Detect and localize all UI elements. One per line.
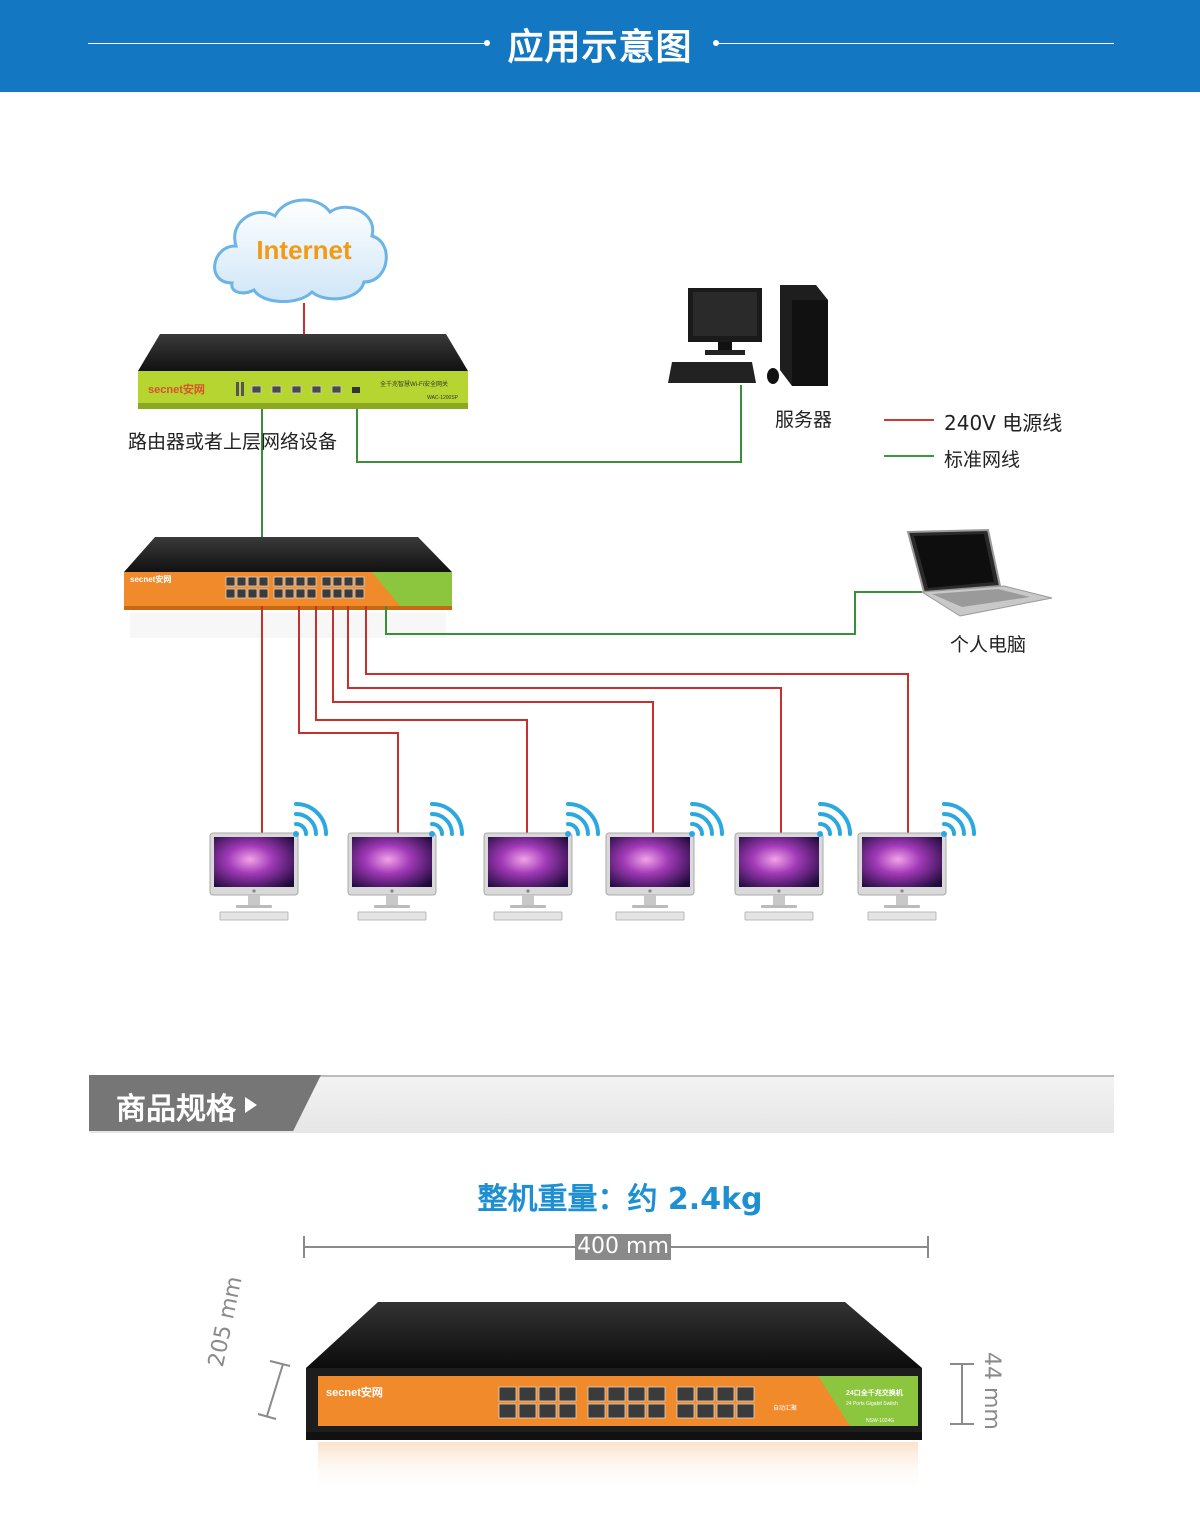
server-computer	[668, 285, 828, 386]
ethernet-port	[321, 588, 332, 599]
ethernet-port	[676, 1403, 695, 1419]
ethernet-port	[321, 576, 332, 587]
header-dot-left	[484, 40, 490, 46]
ethernet-port	[306, 576, 317, 587]
ethernet-port	[676, 1386, 695, 1402]
router-label: 路由器或者上层网络设备	[128, 431, 338, 453]
router-brand: secnet安网	[148, 382, 205, 396]
ethernet-port	[538, 1403, 557, 1419]
ethernet-port	[258, 588, 269, 599]
router-device: secnet安网 全千兆智慧Wi-Fi安全网关 WAC-1200SP	[138, 334, 468, 409]
workstation-5	[734, 832, 824, 921]
ethernet-port	[558, 1386, 577, 1402]
ethernet-port	[273, 576, 284, 587]
ethernet-port	[343, 576, 354, 587]
ethernet-port	[647, 1403, 666, 1419]
ethernet-port	[273, 588, 284, 599]
switch-device: secnet安网	[124, 537, 452, 638]
ethernet-port	[225, 576, 236, 587]
ethernet-port	[332, 576, 343, 587]
section-header: 应用示意图	[0, 0, 1200, 92]
ethernet-port	[354, 588, 365, 599]
ethernet-port	[587, 1386, 606, 1402]
ethernet-port	[284, 588, 295, 599]
wifi-icon	[427, 802, 464, 839]
spec-tab	[89, 1075, 321, 1131]
ethernet-port	[607, 1386, 626, 1402]
ethernet-port	[343, 588, 354, 599]
internet-cloud: Internet	[213, 198, 388, 304]
ethernet-port	[607, 1403, 626, 1419]
wifi-icon	[687, 802, 724, 839]
header-rule-right	[714, 43, 1114, 44]
switch-brand: secnet安网	[326, 1385, 383, 1399]
switch-model: NSW-1024G	[866, 1418, 894, 1424]
ethernet-port	[258, 576, 269, 587]
header-rule-left	[88, 43, 485, 44]
workstation-3	[483, 832, 573, 921]
workstation-4	[605, 832, 695, 921]
power-cables	[261, 606, 909, 833]
height-label: 44 mm	[979, 1352, 1004, 1430]
workstation-2	[347, 832, 437, 921]
ethernet-port	[518, 1386, 537, 1402]
ethernet-port	[647, 1386, 666, 1402]
ethernet-port	[498, 1386, 517, 1402]
ethernet-port	[587, 1403, 606, 1419]
workstation-6	[857, 832, 947, 921]
wifi-icon	[815, 802, 852, 839]
ethernet-port	[498, 1403, 517, 1419]
ethernet-port	[247, 576, 258, 587]
server-label: 服务器	[775, 409, 833, 431]
ethernet-port	[736, 1386, 755, 1402]
laptop-label: 个人电脑	[950, 634, 1027, 656]
router-model-line2: WAC-1200SP	[427, 395, 459, 401]
legend-power-label: 240V 电源线	[944, 411, 1063, 435]
weight-label: 整机重量：约 2.4kg	[477, 1182, 763, 1217]
ethernet-port	[295, 588, 306, 599]
wifi-icon	[939, 802, 976, 839]
ethernet-port	[736, 1403, 755, 1419]
play-arrow-icon	[245, 1097, 257, 1113]
wifi-icon	[563, 802, 600, 839]
width-label: 400 mm	[575, 1234, 671, 1260]
ethernet-port	[627, 1386, 646, 1402]
page-title: 应用示意图	[507, 27, 693, 68]
ethernet-port	[332, 588, 343, 599]
ethernet-port	[225, 588, 236, 599]
wifi-icon	[291, 802, 328, 839]
ethernet-port	[247, 588, 258, 599]
ethernet-port	[236, 588, 247, 599]
switch-reflection	[318, 1442, 918, 1492]
ethernet-port	[295, 576, 306, 587]
router-model-line1: 全千兆智慧Wi-Fi安全网关	[380, 380, 448, 388]
ethernet-port	[716, 1403, 735, 1419]
ethernet-port	[558, 1403, 577, 1419]
switch-dimension-figure: secnet安网 自动汇聚 24口全千兆交换机 24 Ports Gigabit…	[257, 1236, 974, 1492]
internet-label: Internet	[256, 235, 352, 265]
switch-badge-sub: 24 Ports Gigabit Switch	[846, 1401, 898, 1407]
switch-note: 自动汇聚	[773, 1404, 797, 1412]
switch-badge: 24口全千兆交换机	[846, 1388, 903, 1397]
ethernet-port	[236, 576, 247, 587]
workstation-1	[209, 832, 299, 921]
laptop-computer	[906, 528, 1053, 617]
ethernet-port	[696, 1403, 715, 1419]
ethernet-port	[354, 576, 365, 587]
spec-title: 商品规格	[116, 1092, 236, 1127]
ethernet-port	[627, 1403, 646, 1419]
ethernet-port	[538, 1386, 557, 1402]
legend-network-label: 标准网线	[944, 449, 1021, 471]
ethernet-port	[716, 1386, 735, 1402]
ethernet-port	[518, 1403, 537, 1419]
switch-brand-small: secnet安网	[130, 574, 171, 584]
switch-large: secnet安网 自动汇聚 24口全千兆交换机 24 Ports Gigabit…	[306, 1302, 922, 1492]
ethernet-port	[284, 576, 295, 587]
ethernet-port	[696, 1386, 715, 1402]
network-diagram: Internet secnet安网 全千兆智慧Wi-Fi安全网关 WAC-120…	[124, 198, 1053, 921]
ethernet-port	[306, 588, 317, 599]
